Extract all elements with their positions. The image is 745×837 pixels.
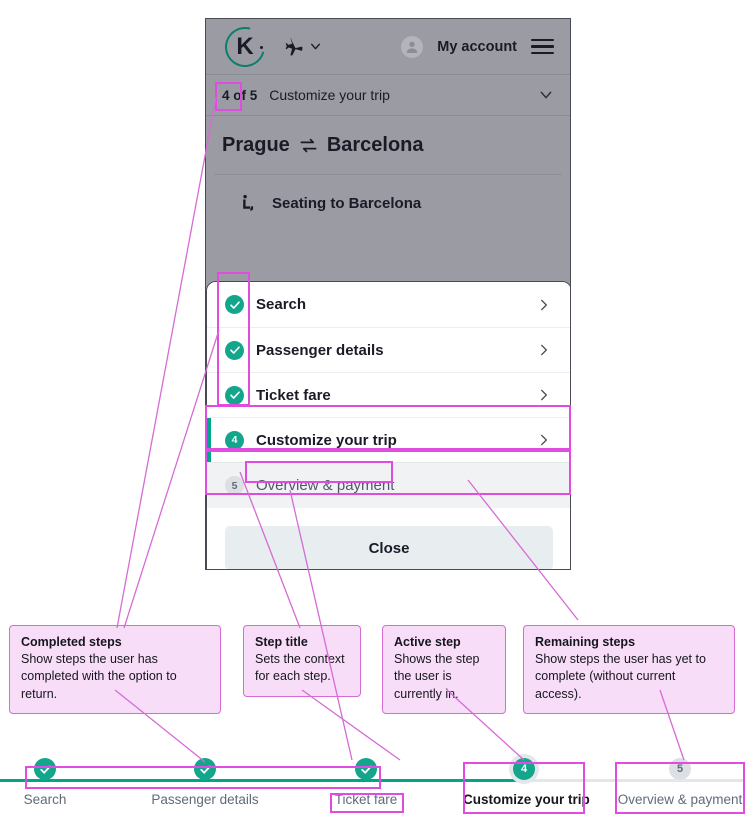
- check-circle-icon: [355, 758, 377, 780]
- hstep-passenger-details[interactable]: Passenger details: [145, 758, 265, 807]
- step-row-passenger-details[interactable]: Passenger details: [207, 328, 570, 373]
- step-label: Passenger details: [256, 341, 384, 359]
- hstep-customize-your-trip[interactable]: 4 Customize your trip: [463, 758, 590, 807]
- chevron-right-icon[interactable]: [537, 433, 551, 447]
- route-destination: Barcelona: [326, 133, 424, 156]
- step-row-customize-your-trip[interactable]: 4 Customize your trip: [207, 418, 570, 463]
- annotation-active-step: Active step Shows the step the user is c…: [382, 625, 506, 714]
- step-count-label: 4 of 5: [222, 87, 258, 103]
- hstep-ticket-fare[interactable]: Ticket fare: [325, 758, 407, 807]
- annotation-body: Show steps the user has completed with t…: [21, 652, 177, 701]
- check-circle-icon: [225, 385, 244, 405]
- annotation-title: Active step: [394, 635, 461, 649]
- user-icon: [406, 41, 418, 53]
- app-header: K My account: [206, 19, 570, 75]
- step-current-title: Customize your trip: [269, 87, 390, 103]
- route-origin: Prague: [222, 133, 290, 156]
- step-label: Customize your trip: [256, 431, 397, 449]
- step-number-badge: 5: [669, 758, 691, 780]
- annotation-title: Completed steps: [21, 635, 122, 649]
- step-row-search[interactable]: Search: [207, 282, 570, 328]
- hstep-overview-payment: 5 Overview & payment: [615, 758, 745, 807]
- check-circle-icon: [34, 758, 56, 780]
- annotation-remaining-steps: Remaining steps Show steps the user has …: [523, 625, 735, 714]
- avatar[interactable]: [401, 35, 424, 58]
- annotation-body: Show steps the user has yet to complete …: [535, 652, 706, 701]
- step-label: Ticket fare: [256, 386, 331, 404]
- header-right-group: My account: [401, 35, 554, 58]
- hamburger-menu-icon[interactable]: [531, 38, 554, 55]
- flight-type-selector[interactable]: [284, 36, 322, 57]
- hstep-label: Customize your trip: [463, 792, 590, 807]
- close-button[interactable]: Close: [225, 526, 553, 569]
- plane-icon: [285, 36, 303, 55]
- hstep-search[interactable]: Search: [5, 758, 85, 807]
- chevron-right-icon[interactable]: [537, 343, 551, 357]
- check-circle-icon: [194, 758, 216, 780]
- chevron-right-icon[interactable]: [537, 388, 551, 402]
- hstep-label: Passenger details: [151, 792, 259, 807]
- seat-icon: [243, 194, 254, 211]
- step-label: Search: [256, 296, 307, 313]
- phone-mockup: K My account 4 of 5 Customize your trip: [205, 18, 571, 570]
- hstep-label: Ticket fare: [334, 792, 398, 807]
- chevron-right-icon[interactable]: [537, 298, 551, 312]
- step-row-ticket-fare[interactable]: Ticket fare: [207, 373, 570, 418]
- step-list-card: Search Passenger details Ticket fare 4: [206, 281, 570, 569]
- annotation-completed-steps: Completed steps Show steps the user has …: [9, 625, 221, 714]
- seating-label: Seating to Barcelona: [272, 195, 422, 212]
- step-number-badge: 4: [225, 430, 244, 450]
- stepper-track-remaining: [524, 779, 745, 782]
- annotation-title: Remaining steps: [535, 635, 636, 649]
- route-header: Prague Barcelona: [206, 116, 570, 174]
- hstep-label: Overview & payment: [617, 792, 743, 807]
- logo-letter: K: [236, 32, 254, 60]
- my-account-label[interactable]: My account: [437, 38, 517, 55]
- step-progress-bar[interactable]: 4 of 5 Customize your trip: [206, 75, 570, 116]
- chevron-down-icon: [311, 43, 320, 50]
- annotation-body: Sets the context for each step.: [255, 652, 345, 684]
- close-button-zone: Close: [207, 508, 570, 569]
- swap-arrows-icon: [300, 138, 317, 152]
- hstep-label: Search: [23, 792, 67, 807]
- step-number-badge: 5: [225, 476, 244, 495]
- annotation-title: Step title: [255, 635, 308, 649]
- annotation-body: Shows the step the user is currently in.: [394, 652, 480, 701]
- step-label: Overview & payment: [256, 477, 395, 494]
- kiwi-logo[interactable]: K: [217, 19, 273, 74]
- check-circle-icon: [225, 295, 244, 314]
- chevron-down-icon[interactable]: [538, 87, 554, 103]
- stepper-track-completed: [0, 779, 524, 782]
- logo-dot-icon: [259, 45, 263, 49]
- route-title: Prague Barcelona: [222, 134, 424, 157]
- horizontal-stepper: Search Passenger details Ticket fare 4 C…: [0, 758, 745, 828]
- annotation-step-title: Step title Sets the context for each ste…: [243, 625, 361, 697]
- step-number-badge: 4: [513, 758, 535, 780]
- check-circle-icon: [225, 340, 244, 360]
- seating-section: Seating to Barcelona: [214, 174, 562, 232]
- step-row-overview-payment: 5 Overview & payment: [207, 463, 570, 508]
